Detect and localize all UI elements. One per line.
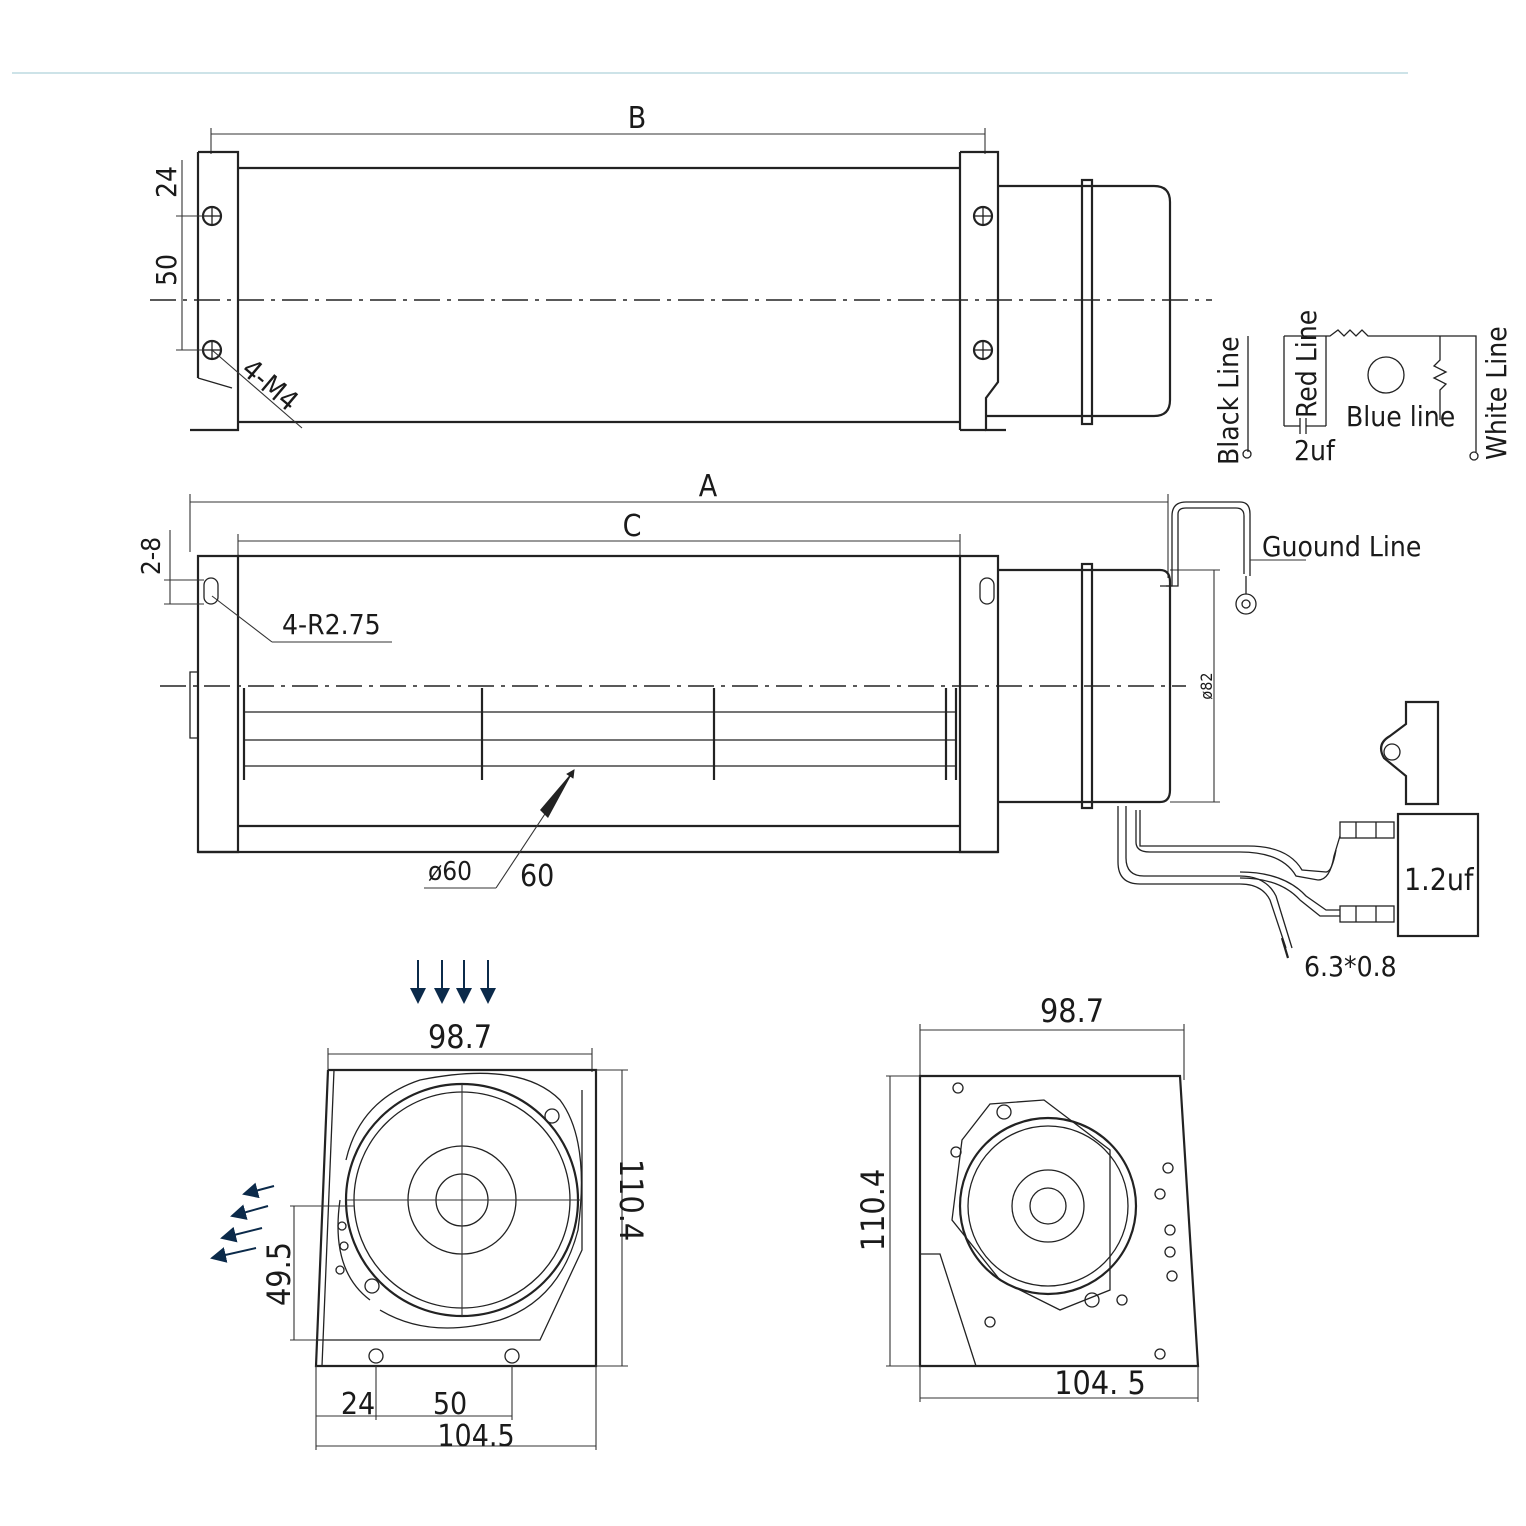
outlet-height-label: 49.5 xyxy=(260,1242,298,1306)
impeller-dia-label: ø60 xyxy=(428,857,472,887)
motor-body-front xyxy=(998,568,1172,804)
left-width-top-label: 98.7 xyxy=(428,1018,492,1056)
radius-note: 4-R2.75 xyxy=(282,608,381,641)
left-bracket xyxy=(190,150,240,432)
connector-bottom xyxy=(1339,905,1395,923)
wiring-diagram: Black Line Red Line Blue line White Line… xyxy=(1212,310,1513,467)
left-width-bottom-label: 104.5 xyxy=(437,1419,514,1454)
left-height-label: 110.4 xyxy=(612,1159,650,1241)
motor-dia-label: ø82 xyxy=(1197,672,1216,699)
motor-symbol-icon xyxy=(1367,356,1405,394)
dim-a-label: A xyxy=(699,469,718,504)
screw-note: 4-M4 xyxy=(236,352,305,418)
left-housing xyxy=(314,1068,598,1368)
plate-hole-icon xyxy=(950,1082,1178,1360)
blue-line-label: Blue line xyxy=(1346,400,1455,433)
wire-bundle xyxy=(1117,806,1287,949)
inflow-arrow-icon xyxy=(410,960,496,1004)
dim-2-8-label: 2-8 xyxy=(137,537,167,575)
impeller xyxy=(242,688,958,780)
capacitor-label: 1.2uf xyxy=(1404,863,1475,898)
impeller-len-label: 60 xyxy=(520,859,554,894)
mount-hole-icon xyxy=(335,1108,560,1364)
connector-top xyxy=(1339,821,1395,839)
white-line-label: White Line xyxy=(1480,326,1513,460)
dim-50-label: 50 xyxy=(150,254,183,286)
dim-24-label: 24 xyxy=(150,166,183,198)
ground-wire xyxy=(1160,507,1245,587)
right-width-bottom-label: 104. 5 xyxy=(1054,1364,1146,1402)
left-dim-50-label: 50 xyxy=(433,1387,467,1422)
dim-b-label: B xyxy=(628,101,647,136)
ground-line-label: Guound Line xyxy=(1262,530,1421,563)
dim-c-label: C xyxy=(623,509,642,544)
outflow-arrow-icon xyxy=(210,1182,275,1263)
right-width-top-label: 98.7 xyxy=(1040,992,1104,1030)
capacitor-tab xyxy=(1379,700,1440,806)
mount-slot-icon xyxy=(203,577,995,605)
front-view: A C xyxy=(137,469,1480,983)
left-dim-24-label: 24 xyxy=(341,1387,375,1422)
top-view: B 24 50 4-M4 xyxy=(150,101,1212,432)
terminal-size-label: 6.3*0.8 xyxy=(1304,950,1397,983)
motor-body xyxy=(986,184,1172,418)
wiring-cap-label: 2uf xyxy=(1294,434,1336,467)
side-view-left: 98.7 110.4 49.5 xyxy=(210,960,650,1454)
motor-ring xyxy=(1080,178,1094,426)
ground-terminal-icon xyxy=(1235,593,1257,615)
capacitor-body xyxy=(1396,812,1480,938)
right-height-label: 110.4 xyxy=(854,1169,892,1251)
side-view-right: 98.7 110.4 10 xyxy=(854,992,1200,1402)
screw-hole-icon xyxy=(201,205,994,361)
motor-circle xyxy=(958,1116,1138,1296)
red-line-label: Red Line xyxy=(1290,310,1323,418)
black-line-label: Black Line xyxy=(1212,336,1245,465)
right-bracket xyxy=(960,150,1006,432)
